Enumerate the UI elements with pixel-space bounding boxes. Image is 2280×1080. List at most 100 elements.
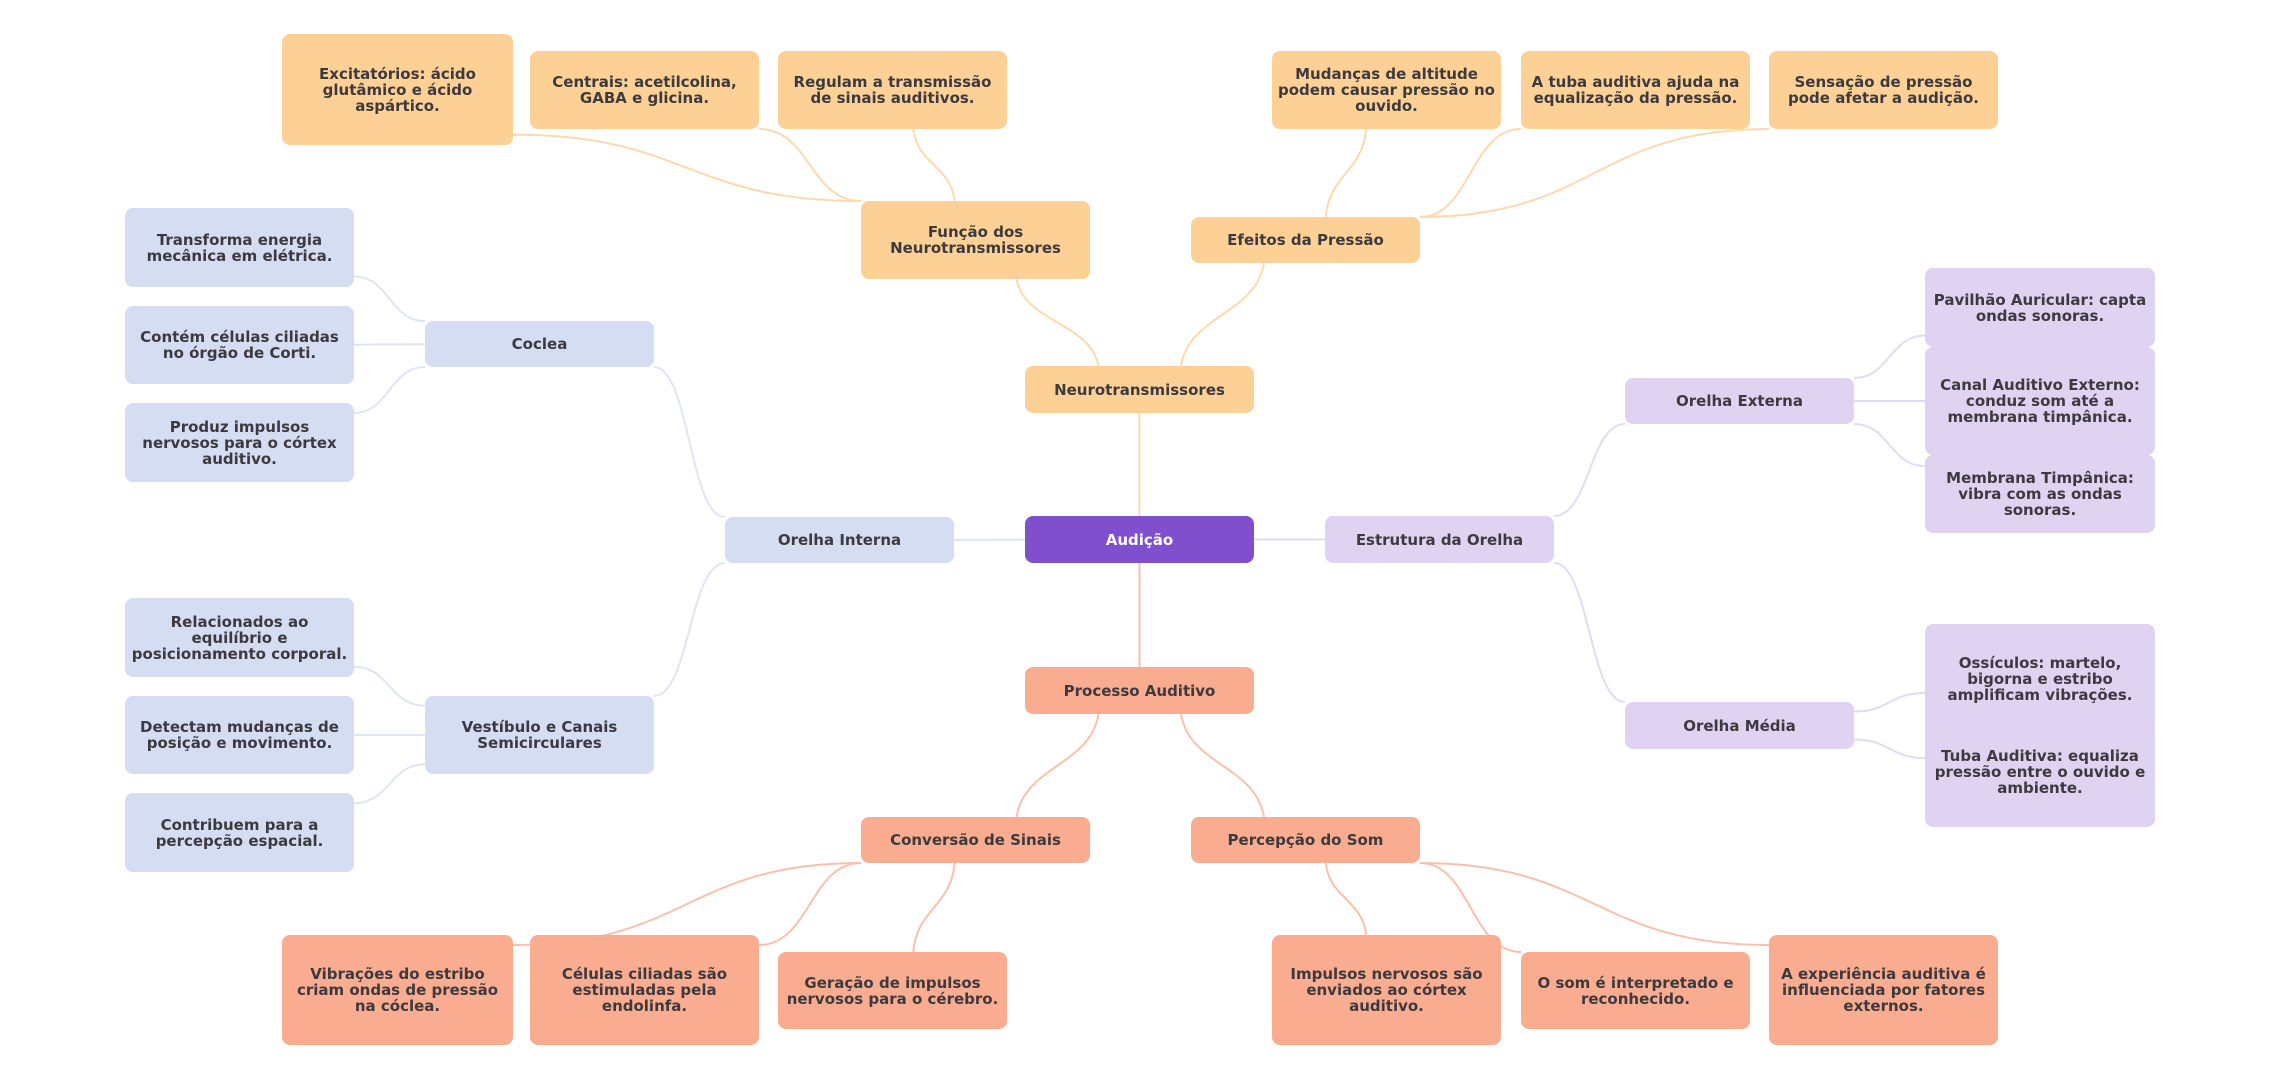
edge-efeitos-mudancas bbox=[1324, 128, 1368, 218]
node-label: Geração de impulsos nervosos para o cére… bbox=[786, 973, 999, 1008]
node-label: Relacionados ao equilíbrio e posicioname… bbox=[131, 612, 348, 663]
node-label: Orelha Interna bbox=[777, 531, 902, 549]
node-label: Função dos Neurotransmissores bbox=[890, 223, 1061, 257]
node-label: Vestíbulo e Canais Semicirculares bbox=[461, 718, 618, 752]
node-label: Excitatórios: ácido glutâmico e ácido as… bbox=[319, 64, 476, 115]
node-label: Neurotransmissores bbox=[1054, 380, 1225, 399]
node-processo[interactable]: Processo Auditivo bbox=[1025, 667, 1254, 714]
edge-processo-percepcao bbox=[1180, 713, 1265, 818]
edge-conversao-geracao bbox=[912, 862, 956, 953]
node-membrana[interactable]: Membrana Timpânica: vibra com as ondas s… bbox=[1925, 455, 2155, 533]
node-coclea[interactable]: Coclea bbox=[425, 321, 654, 367]
edge-orelha-media-ossiculos bbox=[1853, 691, 1926, 713]
node-label: Vibrações do estribo criam ondas de pres… bbox=[296, 965, 499, 1015]
node-efeitos[interactable]: Efeitos da Pressão bbox=[1191, 217, 1420, 263]
edge-neurotransmissores-funcao bbox=[1015, 278, 1100, 367]
node-label: Orelha Externa bbox=[1676, 392, 1803, 410]
edge-percepcao-som-interpretado bbox=[1419, 862, 1522, 953]
edge-efeitos-sensacao bbox=[1419, 128, 1770, 218]
node-contribuem[interactable]: Contribuem para a percepção espacial. bbox=[125, 793, 354, 872]
node-tuba-auditiva[interactable]: Tuba Auditiva: equaliza pressão entre o … bbox=[1925, 717, 2155, 827]
node-orelha-media[interactable]: Orelha Média bbox=[1625, 702, 1854, 749]
edge-percepcao-impulsos bbox=[1324, 862, 1368, 936]
node-label: Percepção do Som bbox=[1227, 831, 1384, 849]
node-tuba-ajuda[interactable]: A tuba auditiva ajuda na equalização da … bbox=[1521, 51, 1750, 129]
node-contem[interactable]: Contém células ciliadas no órgão de Cort… bbox=[125, 306, 354, 384]
node-label: Coclea bbox=[511, 335, 568, 353]
node-label: Contribuem para a percepção espacial. bbox=[155, 815, 324, 850]
node-audicao[interactable]: Audição bbox=[1025, 516, 1254, 563]
node-percepcao[interactable]: Percepção do Som bbox=[1191, 817, 1420, 863]
node-regulam[interactable]: Regulam a transmissão de sinais auditivo… bbox=[778, 51, 1007, 129]
edge-conversao-celulas bbox=[758, 862, 862, 946]
node-label: Mudanças de altitude podem causar pressã… bbox=[1278, 65, 1495, 115]
node-label: O som é interpretado e reconhecido. bbox=[1537, 973, 1734, 1008]
node-label: Detectam mudanças de posição e movimento… bbox=[140, 718, 339, 752]
node-experiencia[interactable]: A experiência auditiva é influenciada po… bbox=[1769, 935, 1998, 1045]
edge-orelha-externa-pavilhao bbox=[1853, 334, 1926, 379]
node-orelha-interna[interactable]: Orelha Interna bbox=[725, 517, 954, 563]
node-geracao[interactable]: Geração de impulsos nervosos para o cére… bbox=[778, 952, 1007, 1029]
node-ossiculos[interactable]: Ossículos: martelo, bigorna e estribo am… bbox=[1925, 624, 2155, 734]
node-som-interpretado[interactable]: O som é interpretado e reconhecido. bbox=[1521, 952, 1750, 1029]
edge-vestibulo-contribuem bbox=[353, 763, 426, 805]
node-relacionados[interactable]: Relacionados ao equilíbrio e posicioname… bbox=[125, 598, 354, 677]
node-produz[interactable]: Produz impulsos nervosos para o córtex a… bbox=[125, 403, 354, 482]
node-label: Estrutura da Orelha bbox=[1355, 530, 1524, 549]
node-celulas[interactable]: Células ciliadas são estimuladas pela en… bbox=[530, 935, 759, 1045]
node-orelha-externa[interactable]: Orelha Externa bbox=[1625, 378, 1854, 424]
edge-orelha-interna-coclea bbox=[653, 366, 726, 518]
node-label: A experiência auditiva é influenciada po… bbox=[1781, 965, 1986, 1015]
edge-neurotransmissores-efeitos bbox=[1180, 262, 1265, 367]
node-label: Tuba Auditiva: equaliza pressão entre o … bbox=[1934, 747, 2146, 797]
node-label: Centrais: acetilcolina, GABA e glicina. bbox=[552, 73, 737, 107]
node-label: Audição bbox=[1105, 530, 1174, 549]
edge-estrutura-orelha-media bbox=[1553, 562, 1626, 703]
node-impulsos[interactable]: Impulsos nervosos são enviados ao córtex… bbox=[1272, 935, 1501, 1045]
node-conversao[interactable]: Conversão de Sinais bbox=[861, 817, 1090, 863]
edge-funcao-excitatorios bbox=[512, 133, 862, 202]
edge-coclea-transforma bbox=[353, 275, 426, 322]
node-label: Contém células ciliadas no órgão de Cort… bbox=[140, 328, 339, 362]
node-label: A tuba auditiva ajuda na equalização da … bbox=[1531, 73, 1740, 107]
edge-efeitos-tuba-ajuda bbox=[1419, 128, 1522, 218]
node-funcao[interactable]: Função dos Neurotransmissores bbox=[861, 201, 1090, 279]
node-detectam[interactable]: Detectam mudanças de posição e movimento… bbox=[125, 696, 354, 774]
node-label: Células ciliadas são estimuladas pela en… bbox=[561, 965, 728, 1015]
node-label: Transforma energia mecânica em elétrica. bbox=[146, 230, 333, 265]
edge-funcao-regulam bbox=[912, 128, 956, 202]
node-label: Pavilhão Auricular: capta ondas sonoras. bbox=[1933, 290, 2147, 325]
node-vestibulo[interactable]: Vestíbulo e Canais Semicirculares bbox=[425, 696, 654, 774]
edge-processo-conversao bbox=[1015, 713, 1100, 818]
node-estrutura[interactable]: Estrutura da Orelha bbox=[1325, 516, 1554, 563]
edge-orelha-media-tuba-auditiva bbox=[1853, 738, 1926, 760]
edge-estrutura-orelha-externa bbox=[1553, 423, 1626, 517]
edge-conversao-vibracoes bbox=[512, 862, 862, 946]
node-pavilhao[interactable]: Pavilhão Auricular: capta ondas sonoras. bbox=[1925, 268, 2155, 347]
node-label: Canal Auditivo Externo: conduz som até a… bbox=[1940, 376, 2140, 426]
node-label: Efeitos da Pressão bbox=[1227, 231, 1384, 249]
node-label: Processo Auditivo bbox=[1063, 681, 1216, 700]
node-vibracoes[interactable]: Vibrações do estribo criam ondas de pres… bbox=[282, 935, 513, 1045]
node-label: Produz impulsos nervosos para o córtex a… bbox=[142, 417, 337, 468]
edge-percepcao-experiencia bbox=[1419, 862, 1770, 946]
node-excitatorios[interactable]: Excitatórios: ácido glutâmico e ácido as… bbox=[282, 34, 513, 145]
node-centrais[interactable]: Centrais: acetilcolina, GABA e glicina. bbox=[530, 51, 759, 129]
node-label: Conversão de Sinais bbox=[890, 831, 1061, 849]
node-transforma[interactable]: Transforma energia mecânica em elétrica. bbox=[125, 208, 354, 287]
edge-orelha-interna-vestibulo bbox=[653, 562, 726, 697]
node-mudancas[interactable]: Mudanças de altitude podem causar pressã… bbox=[1272, 51, 1501, 129]
node-label: Impulsos nervosos são enviados ao córtex… bbox=[1290, 965, 1483, 1015]
node-sensacao[interactable]: Sensação de pressão pode afetar a audiçã… bbox=[1769, 51, 1998, 129]
edge-coclea-produz bbox=[353, 366, 426, 414]
edge-vestibulo-relacionados bbox=[353, 665, 426, 707]
edge-funcao-centrais bbox=[758, 128, 862, 202]
node-label: Regulam a transmissão de sinais auditivo… bbox=[793, 73, 992, 107]
node-label: Ossículos: martelo, bigorna e estribo am… bbox=[1947, 654, 2133, 704]
edge-orelha-externa-membrana bbox=[1853, 423, 1926, 468]
node-label: Sensação de pressão pode afetar a audiçã… bbox=[1788, 73, 1979, 107]
node-neurotransmissores[interactable]: Neurotransmissores bbox=[1025, 366, 1254, 413]
node-label: Orelha Média bbox=[1683, 716, 1796, 735]
node-canal[interactable]: Canal Auditivo Externo: conduz som até a… bbox=[1925, 347, 2155, 455]
node-label: Membrana Timpânica: vibra com as ondas s… bbox=[1946, 469, 2134, 519]
